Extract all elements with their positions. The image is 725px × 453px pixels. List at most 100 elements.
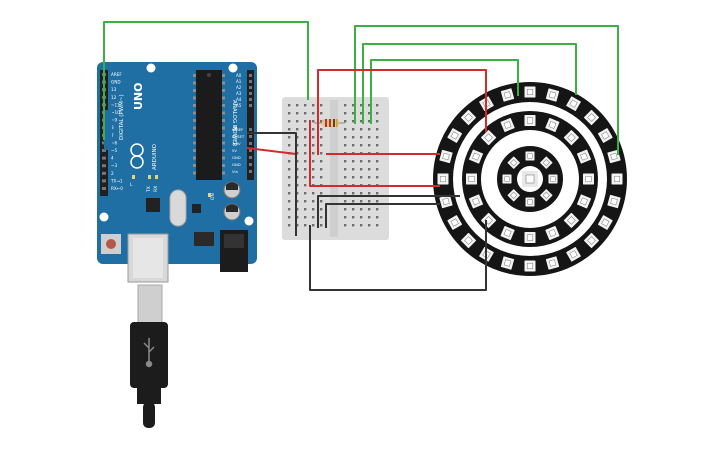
- breadboard-hole[interactable]: [288, 224, 291, 227]
- breadboard-hole[interactable]: [360, 120, 363, 123]
- breadboard-hole[interactable]: [320, 120, 323, 123]
- breadboard-hole[interactable]: [352, 144, 355, 147]
- breadboard-hole[interactable]: [312, 120, 315, 123]
- breadboard-hole[interactable]: [368, 176, 371, 179]
- analog-pin[interactable]: [249, 92, 252, 95]
- analog-pin[interactable]: [249, 80, 252, 83]
- breadboard-hole[interactable]: [376, 208, 379, 211]
- breadboard-hole[interactable]: [312, 136, 315, 139]
- breadboard-hole[interactable]: [296, 176, 299, 179]
- breadboard-hole[interactable]: [352, 200, 355, 203]
- breadboard-hole[interactable]: [360, 192, 363, 195]
- breadboard-hole[interactable]: [352, 160, 355, 163]
- breadboard-hole[interactable]: [352, 168, 355, 171]
- breadboard-hole[interactable]: [360, 176, 363, 179]
- breadboard-hole[interactable]: [344, 216, 347, 219]
- breadboard-hole[interactable]: [360, 136, 363, 139]
- breadboard-hole[interactable]: [288, 200, 291, 203]
- breadboard-hole[interactable]: [312, 152, 315, 155]
- breadboard-hole[interactable]: [288, 120, 291, 123]
- breadboard-hole[interactable]: [296, 152, 299, 155]
- breadboard-hole[interactable]: [320, 104, 323, 107]
- power-pin[interactable]: [249, 142, 252, 145]
- breadboard-hole[interactable]: [304, 216, 307, 219]
- breadboard-hole[interactable]: [352, 120, 355, 123]
- breadboard-hole[interactable]: [288, 144, 291, 147]
- breadboard-hole[interactable]: [320, 176, 323, 179]
- breadboard-hole[interactable]: [360, 224, 363, 227]
- breadboard-hole[interactable]: [320, 136, 323, 139]
- breadboard-hole[interactable]: [352, 208, 355, 211]
- breadboard-hole[interactable]: [344, 192, 347, 195]
- breadboard-hole[interactable]: [320, 208, 323, 211]
- breadboard-hole[interactable]: [288, 208, 291, 211]
- breadboard-hole[interactable]: [296, 104, 299, 107]
- breadboard-hole[interactable]: [304, 184, 307, 187]
- breadboard-hole[interactable]: [296, 160, 299, 163]
- breadboard-hole[interactable]: [360, 104, 363, 107]
- breadboard-hole[interactable]: [320, 192, 323, 195]
- breadboard-hole[interactable]: [288, 216, 291, 219]
- analog-pin[interactable]: [249, 74, 252, 77]
- breadboard-hole[interactable]: [376, 128, 379, 131]
- breadboard-hole[interactable]: [360, 200, 363, 203]
- breadboard-hole[interactable]: [320, 152, 323, 155]
- breadboard-hole[interactable]: [368, 136, 371, 139]
- breadboard-hole[interactable]: [360, 144, 363, 147]
- breadboard-hole[interactable]: [352, 224, 355, 227]
- breadboard-hole[interactable]: [368, 120, 371, 123]
- digital-pin[interactable]: [102, 156, 106, 160]
- breadboard-hole[interactable]: [312, 176, 315, 179]
- breadboard-hole[interactable]: [360, 216, 363, 219]
- breadboard-hole[interactable]: [312, 128, 315, 131]
- breadboard-hole[interactable]: [288, 104, 291, 107]
- breadboard-hole[interactable]: [368, 160, 371, 163]
- breadboard-hole[interactable]: [360, 160, 363, 163]
- digital-pin[interactable]: [102, 164, 106, 168]
- power-pin[interactable]: [249, 170, 252, 173]
- breadboard-hole[interactable]: [304, 192, 307, 195]
- breadboard-hole[interactable]: [296, 120, 299, 123]
- breadboard-hole[interactable]: [304, 128, 307, 131]
- breadboard-hole[interactable]: [344, 104, 347, 107]
- breadboard-hole[interactable]: [320, 168, 323, 171]
- breadboard-hole[interactable]: [304, 136, 307, 139]
- breadboard-hole[interactable]: [344, 208, 347, 211]
- breadboard-hole[interactable]: [296, 184, 299, 187]
- breadboard-hole[interactable]: [368, 192, 371, 195]
- breadboard-hole[interactable]: [320, 160, 323, 163]
- breadboard-hole[interactable]: [304, 208, 307, 211]
- breadboard-hole[interactable]: [352, 136, 355, 139]
- breadboard-hole[interactable]: [376, 200, 379, 203]
- breadboard-hole[interactable]: [344, 128, 347, 131]
- breadboard-hole[interactable]: [304, 144, 307, 147]
- breadboard-hole[interactable]: [368, 112, 371, 115]
- breadboard-hole[interactable]: [296, 216, 299, 219]
- breadboard-hole[interactable]: [352, 112, 355, 115]
- digital-pin[interactable]: [102, 187, 106, 190]
- breadboard-hole[interactable]: [368, 128, 371, 131]
- breadboard-hole[interactable]: [312, 160, 315, 163]
- breadboard-hole[interactable]: [368, 144, 371, 147]
- breadboard-hole[interactable]: [352, 128, 355, 131]
- breadboard-hole[interactable]: [352, 176, 355, 179]
- breadboard-hole[interactable]: [360, 168, 363, 171]
- breadboard-hole[interactable]: [288, 192, 291, 195]
- power-pin[interactable]: [249, 128, 252, 131]
- analog-pin[interactable]: [249, 98, 252, 101]
- breadboard-hole[interactable]: [312, 168, 315, 171]
- breadboard-hole[interactable]: [376, 192, 379, 195]
- breadboard-hole[interactable]: [376, 224, 379, 227]
- breadboard-hole[interactable]: [376, 216, 379, 219]
- breadboard-hole[interactable]: [344, 176, 347, 179]
- breadboard-hole[interactable]: [288, 128, 291, 131]
- power-pin[interactable]: [249, 156, 252, 159]
- breadboard-hole[interactable]: [296, 192, 299, 195]
- breadboard-hole[interactable]: [312, 112, 315, 115]
- breadboard-hole[interactable]: [296, 200, 299, 203]
- breadboard-hole[interactable]: [368, 200, 371, 203]
- breadboard-hole[interactable]: [376, 160, 379, 163]
- analog-pin[interactable]: [249, 86, 252, 89]
- breadboard-hole[interactable]: [296, 168, 299, 171]
- breadboard-hole[interactable]: [344, 112, 347, 115]
